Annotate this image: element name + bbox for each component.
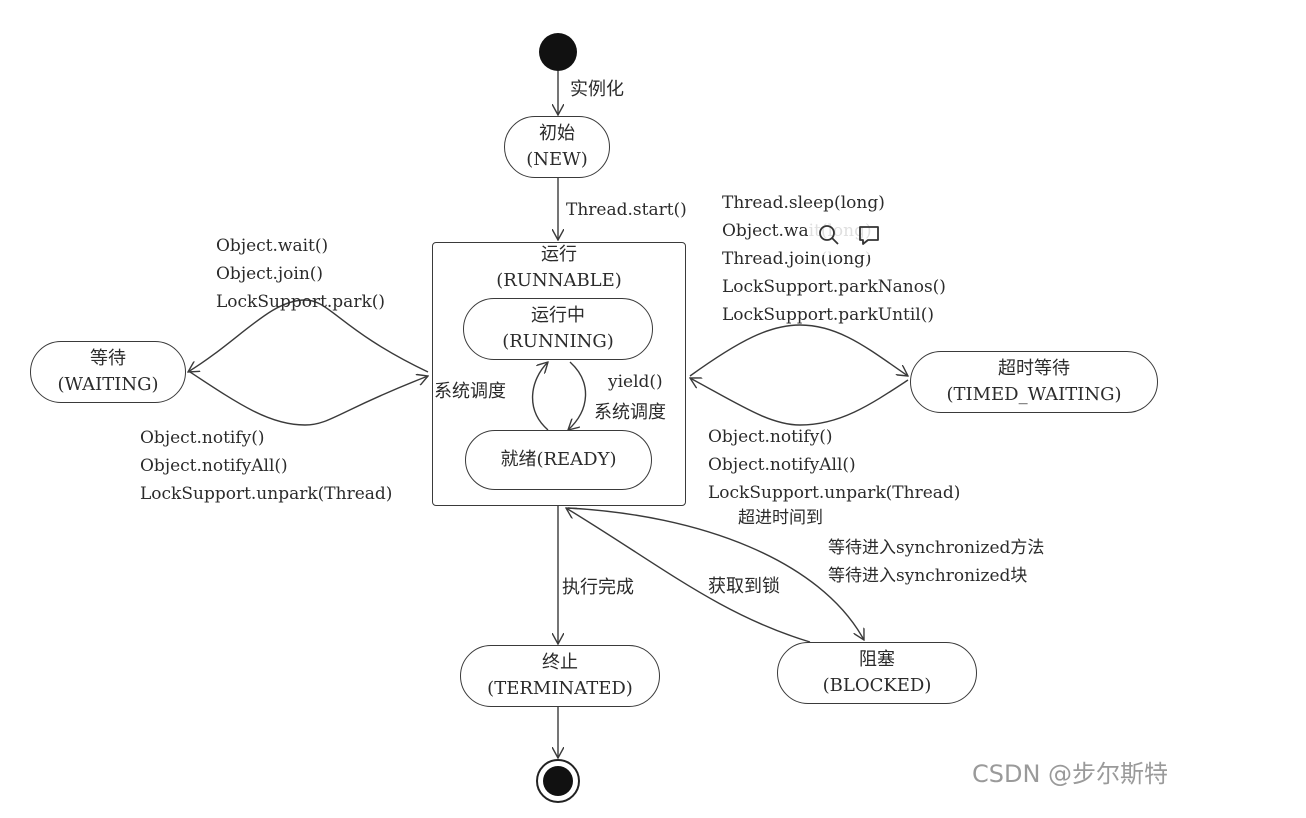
- state-terminated-code: (TERMINATED): [487, 678, 633, 699]
- label-from-timed-waiting: Object.notify() Object.notifyAll() LockS…: [708, 423, 960, 507]
- search-icon[interactable]: [816, 222, 842, 248]
- state-runnable-name: 运行: [541, 244, 577, 265]
- label-to-waiting-1: Object.wait(): [216, 236, 329, 256]
- label-to-waiting-2: Object.join(): [216, 264, 324, 284]
- comment-icon[interactable]: [856, 222, 882, 248]
- state-timed-waiting-name: 超时等待: [998, 358, 1070, 379]
- state-waiting-name: 等待: [90, 348, 126, 369]
- state-ready-label: 就绪(READY): [500, 449, 617, 470]
- state-runnable-label: 运行 (RUNNABLE): [432, 242, 686, 294]
- label-timeout: 超进时间到: [738, 508, 823, 528]
- state-blocked-name: 阻塞: [859, 649, 895, 670]
- state-waiting-code: (WAITING): [57, 374, 159, 395]
- label-to-timed-4: LockSupport.parkNanos(): [722, 277, 946, 297]
- label-schedule-left: 系统调度: [434, 381, 506, 402]
- label-from-waiting: Object.notify() Object.notifyAll() LockS…: [140, 424, 392, 508]
- state-runnable: [432, 242, 686, 506]
- label-schedule-right: 系统调度: [594, 402, 666, 423]
- label-to-blocked: 等待进入synchronized方法 等待进入synchronized块: [828, 534, 1044, 590]
- label-to-timed-5: LockSupport.parkUntil(): [722, 305, 934, 325]
- label-to-blocked-2: 等待进入synchronized块: [828, 566, 1028, 586]
- label-from-timed-2: Object.notifyAll(): [708, 455, 856, 475]
- state-terminated: 终止 (TERMINATED): [460, 645, 660, 707]
- state-blocked-code: (BLOCKED): [822, 675, 932, 696]
- label-acquire-lock: 获取到锁: [708, 576, 780, 597]
- state-new-code: (NEW): [526, 149, 588, 170]
- state-running-name: 运行中: [531, 305, 585, 326]
- label-from-waiting-3: LockSupport.unpark(Thread): [140, 484, 393, 504]
- state-timed-waiting-code: (TIMED_WAITING): [946, 384, 1122, 405]
- label-from-timed-3: LockSupport.unpark(Thread): [708, 483, 961, 503]
- label-to-waiting: Object.wait() Object.join() LockSupport.…: [216, 232, 385, 316]
- label-yield: yield(): [608, 372, 663, 392]
- state-ready: 就绪(READY): [465, 430, 652, 490]
- state-timed-waiting: 超时等待 (TIMED_WAITING): [910, 351, 1158, 413]
- label-finish: 执行完成: [562, 577, 634, 598]
- label-to-waiting-3: LockSupport.park(): [216, 292, 386, 312]
- label-from-waiting-2: Object.notifyAll(): [140, 456, 288, 476]
- label-to-timed-waiting: Thread.sleep(long) Object.wait(long) Thr…: [722, 189, 946, 329]
- label-instantiate: 实例化: [570, 79, 624, 100]
- state-running: 运行中 (RUNNING): [463, 298, 653, 360]
- state-new-name: 初始: [539, 123, 575, 144]
- state-runnable-code: (RUNNABLE): [496, 270, 622, 291]
- state-terminated-name: 终止: [542, 652, 578, 673]
- initial-node: [539, 33, 577, 71]
- label-from-timed-1: Object.notify(): [708, 427, 833, 447]
- state-running-code: (RUNNING): [502, 331, 614, 352]
- watermark: CSDN @步尔斯特: [972, 760, 1169, 788]
- final-node-core: [543, 766, 573, 796]
- label-to-blocked-1: 等待进入synchronized方法: [828, 538, 1045, 558]
- image-overlay-toolbar: [808, 215, 890, 255]
- state-waiting: 等待 (WAITING): [30, 341, 186, 403]
- label-to-timed-1: Thread.sleep(long): [722, 193, 885, 213]
- label-thread-start: Thread.start(): [566, 200, 687, 220]
- label-from-waiting-1: Object.notify(): [140, 428, 265, 448]
- state-new: 初始 (NEW): [504, 116, 610, 178]
- state-blocked: 阻塞 (BLOCKED): [777, 642, 977, 704]
